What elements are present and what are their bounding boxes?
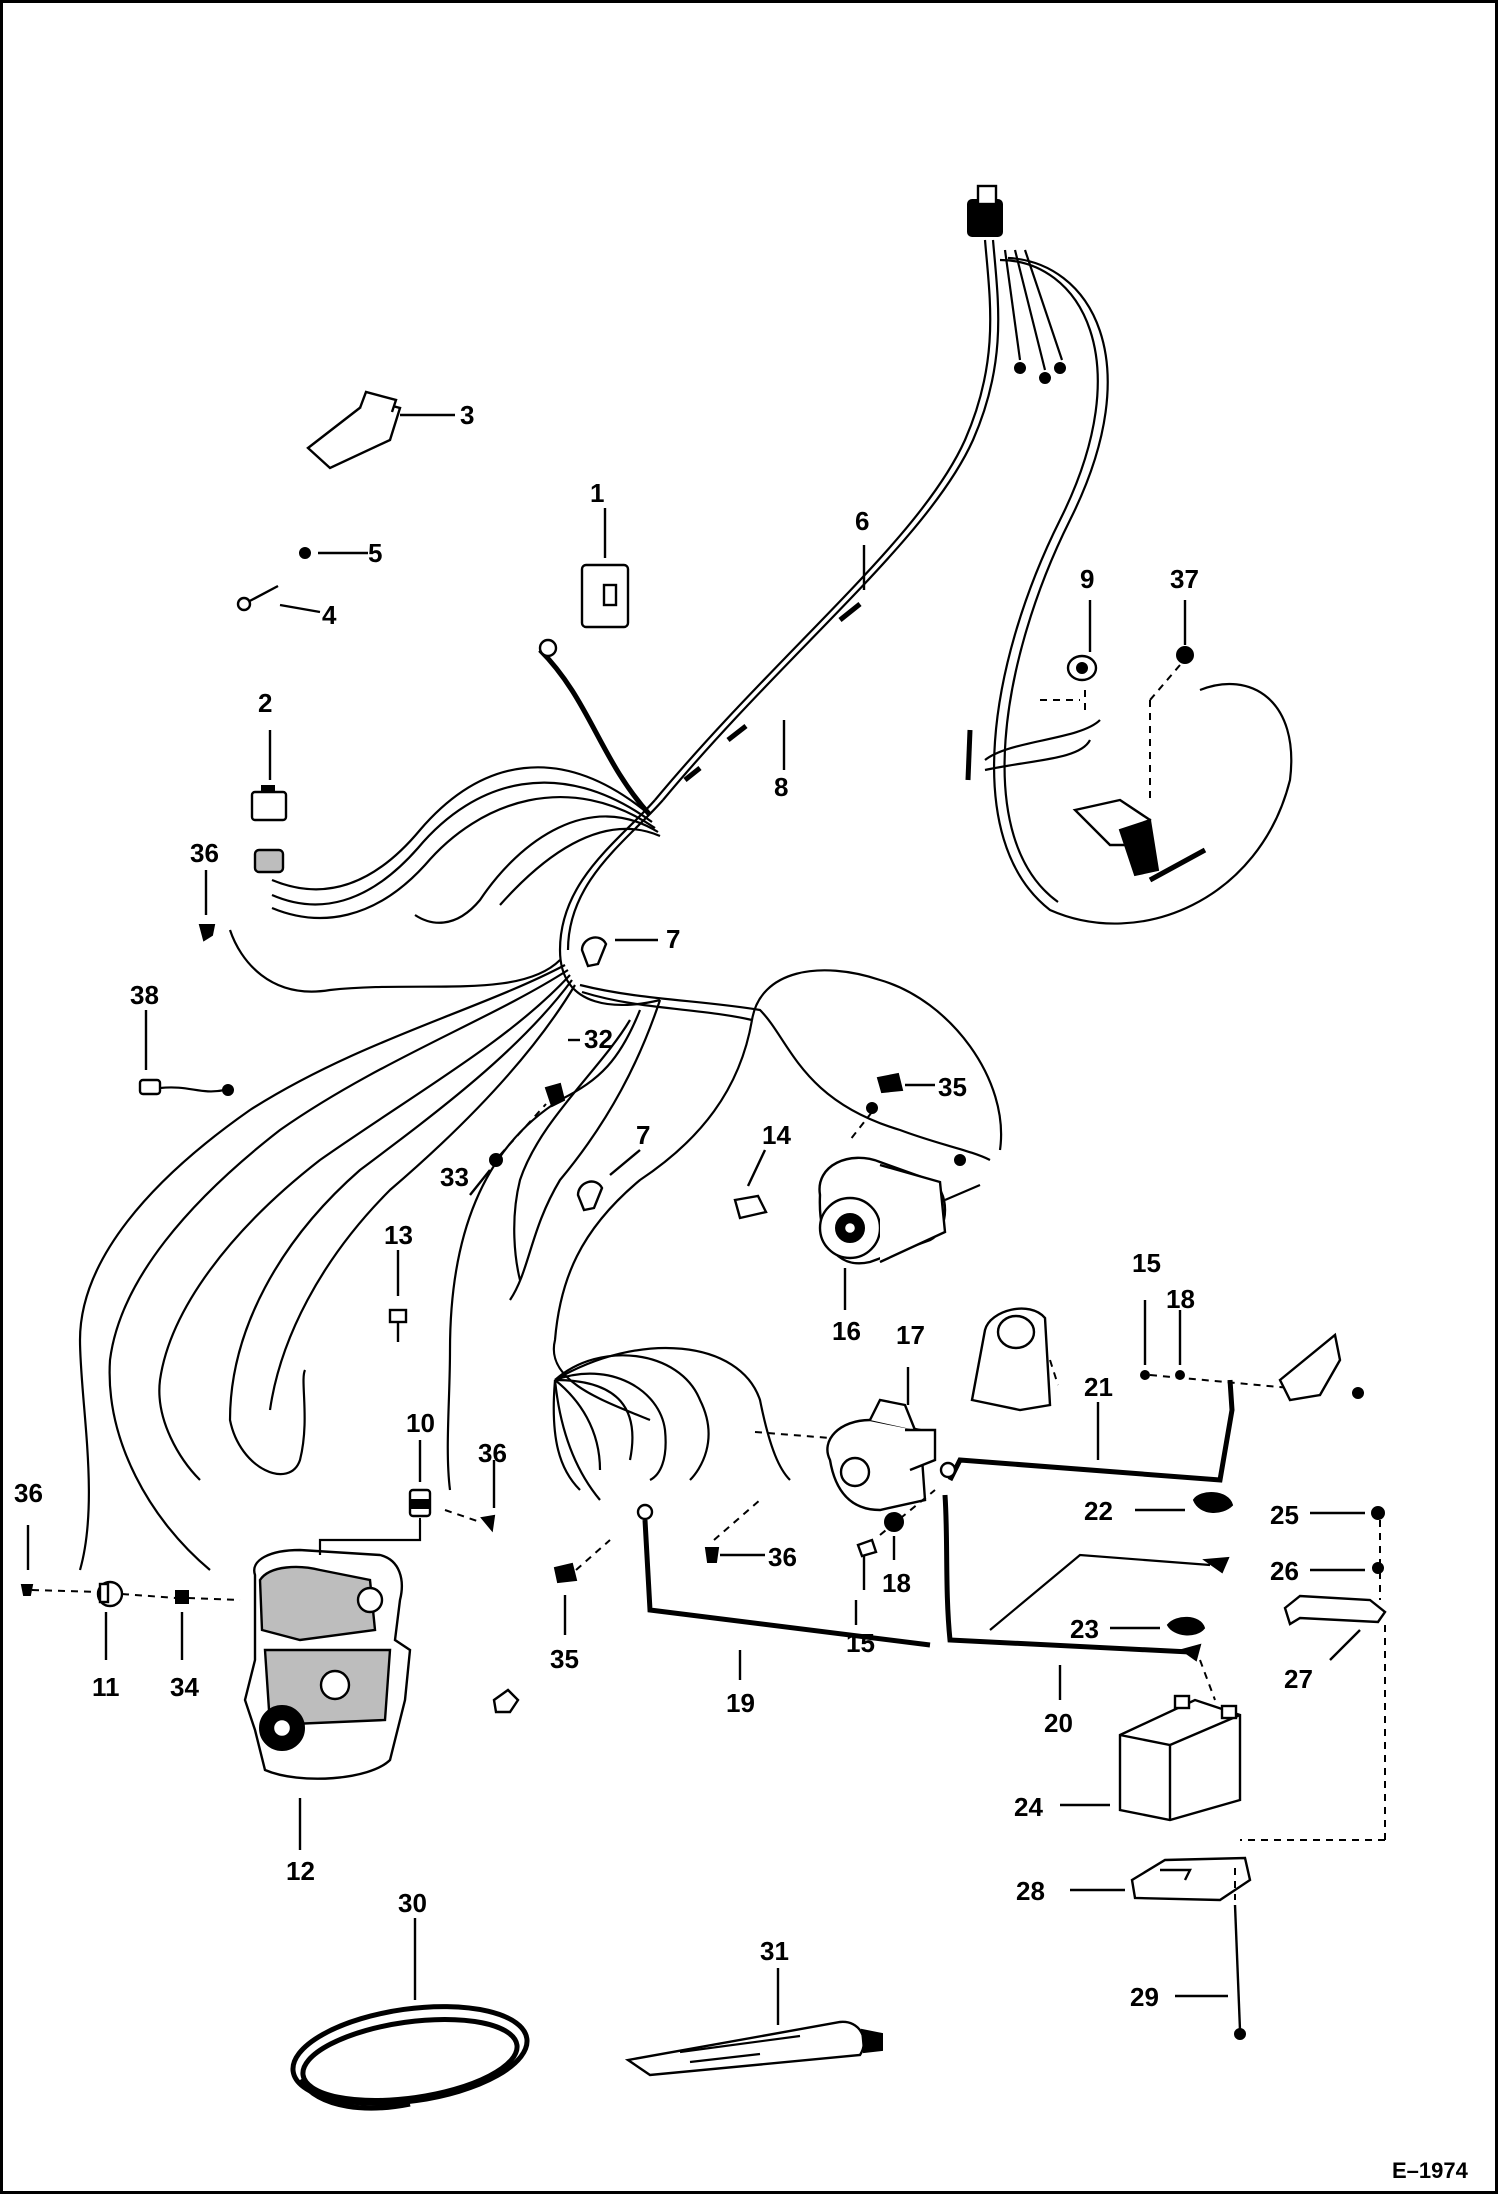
- battery-icon: [1060, 1659, 1242, 1822]
- callout-18a: 18: [1166, 1284, 1195, 1314]
- callout-15b: 15: [846, 1628, 875, 1658]
- callout-20: 20: [1044, 1708, 1073, 1738]
- main-harness-icon: [78, 184, 1293, 1571]
- callout-23: 23: [1070, 1614, 1099, 1644]
- callout-7a: 7: [666, 924, 680, 954]
- starter-icon: [754, 1367, 937, 1512]
- tube-icon: [624, 1968, 883, 2077]
- callout-11: 11: [92, 1672, 120, 1702]
- callout-21: 21: [1084, 1372, 1113, 1402]
- connector-icon: [469, 1038, 580, 1196]
- callout-34: 34: [170, 1672, 199, 1702]
- callout-19: 19: [726, 1688, 755, 1718]
- fastener-icon: [704, 1499, 765, 1563]
- callout-4: 4: [322, 600, 337, 630]
- callout-30: 30: [398, 1888, 427, 1918]
- bracket-icon: [306, 390, 455, 470]
- callout-38: 38: [130, 980, 159, 1010]
- callout-8: 8: [774, 772, 788, 802]
- callout-37: 37: [1170, 564, 1199, 594]
- hose-coil-icon: [290, 1918, 530, 2111]
- fastener-icon: [198, 870, 216, 942]
- bolt-icon: [388, 1250, 408, 1342]
- hold-down-icon: [1240, 1506, 1387, 1841]
- harness-plug-tab: [976, 184, 998, 206]
- callout-26: 26: [1270, 1556, 1299, 1586]
- callout-3: 3: [460, 400, 474, 430]
- engine-icon: [243, 1520, 422, 1850]
- callout-29: 29: [1130, 1982, 1159, 2012]
- callout-7b: 7: [636, 1120, 650, 1150]
- callout-2: 2: [258, 688, 272, 718]
- callout-labels: 1 2 3 4 5 6 7 7 8 9 10 11 12 13 14 15 15…: [14, 400, 1313, 2012]
- terminal-icon: [849, 1072, 935, 1141]
- terminal-icon: [733, 1149, 768, 1220]
- callout-9: 9: [1080, 564, 1094, 594]
- callout-5: 5: [368, 538, 382, 568]
- callout-25: 25: [1270, 1500, 1299, 1530]
- callout-6: 6: [855, 506, 869, 536]
- callout-16: 16: [832, 1316, 861, 1346]
- callout-22: 22: [1084, 1496, 1113, 1526]
- callout-31: 31: [760, 1936, 789, 1966]
- clip-icon: [576, 936, 658, 1212]
- figure-reference: E–1974: [1392, 2158, 1469, 2183]
- callout-35a: 35: [938, 1072, 967, 1102]
- alternator-icon: [818, 1154, 981, 1310]
- switch-icon: [538, 508, 630, 658]
- callout-13: 13: [384, 1220, 413, 1250]
- callout-10: 10: [406, 1408, 435, 1438]
- terminal-icon: [492, 1539, 611, 1714]
- callout-18b: 18: [882, 1568, 911, 1598]
- callout-17: 17: [896, 1320, 925, 1350]
- bolt-icon: [854, 1489, 936, 1625]
- callout-36c: 36: [478, 1438, 507, 1468]
- cable-icon: [636, 1503, 931, 1680]
- callout-32: 32: [584, 1024, 613, 1054]
- callout-27: 27: [1284, 1664, 1313, 1694]
- switch-icon: [380, 1440, 496, 1541]
- callout-33: 33: [440, 1162, 469, 1192]
- cable-icon: [942, 1494, 1230, 1700]
- callout-1: 1: [590, 478, 604, 508]
- cable-icon: [939, 1307, 1235, 1483]
- callout-35b: 35: [550, 1644, 579, 1674]
- callout-36b: 36: [14, 1478, 43, 1508]
- callout-36d: 36: [768, 1542, 797, 1572]
- relay-icon: [250, 730, 288, 874]
- callout-12: 12: [286, 1856, 315, 1886]
- callout-15a: 15: [1132, 1248, 1161, 1278]
- callout-14: 14: [762, 1120, 791, 1150]
- battery-tray-icon: [1070, 1856, 1252, 2040]
- callout-28: 28: [1016, 1876, 1045, 1906]
- callout-24: 24: [1014, 1792, 1043, 1822]
- switch-icon: [1040, 600, 1194, 877]
- terminal-boot-icon: [1110, 1492, 1234, 1636]
- sensor-icon: [138, 1010, 234, 1096]
- bracket-icon: [1049, 1300, 1364, 1402]
- screw-icon: [236, 547, 368, 614]
- harness-plug-icon: [967, 199, 1003, 237]
- sensor-icon: [20, 1525, 241, 1660]
- callout-36a: 36: [190, 838, 219, 868]
